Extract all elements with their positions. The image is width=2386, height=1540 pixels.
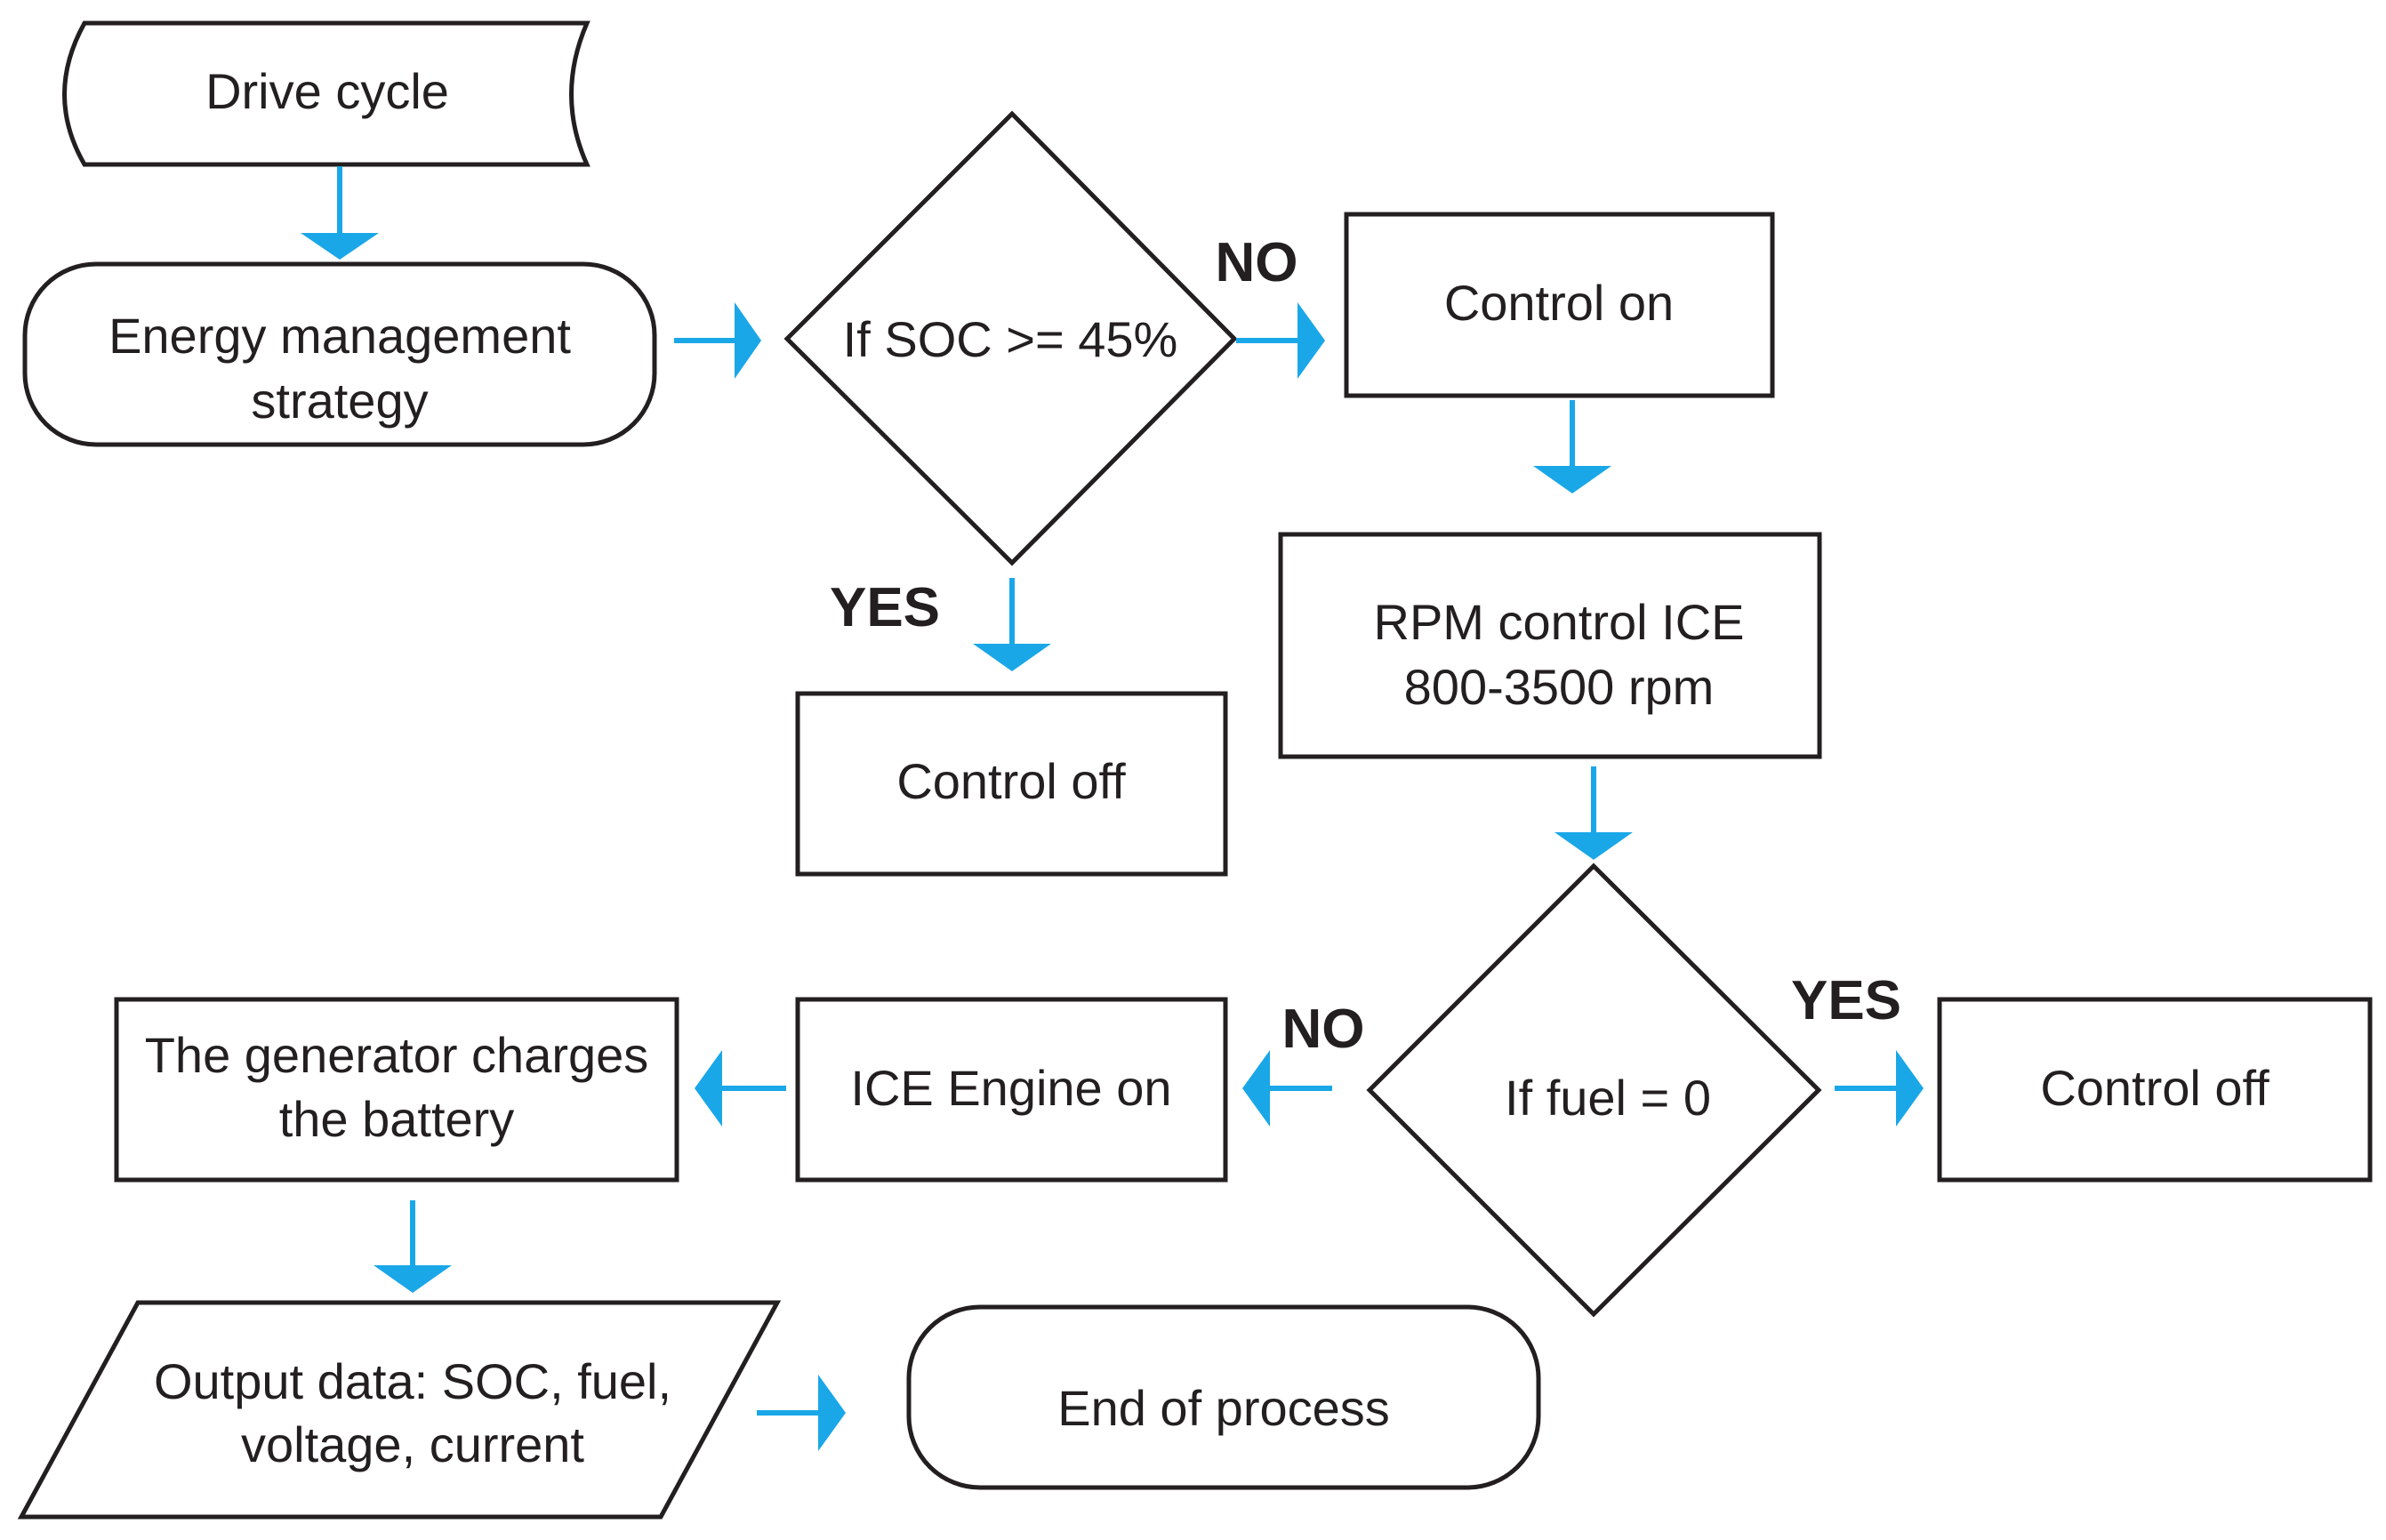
arrow-soc-to-control-off xyxy=(973,578,1051,671)
node-fuel-decision: If fuel = 0 xyxy=(1366,862,1822,1318)
node-energy-management: Energy management strategy xyxy=(22,261,657,447)
arrow-generator-to-output xyxy=(374,1200,452,1293)
label-fuel-yes: YES xyxy=(1791,970,1901,1031)
end-text: End of process xyxy=(1057,1380,1390,1436)
control-off-2-text: Control off xyxy=(2040,1060,2270,1116)
node-control-off-1: Control off xyxy=(795,691,1228,877)
arrow-drive-to-energy xyxy=(301,166,379,260)
generator-text-line2: the battery xyxy=(279,1091,515,1147)
node-output-data: Output data: SOC, fuel, voltage, current xyxy=(17,1300,782,1520)
arrow-fuel-to-ice-on xyxy=(1242,1050,1332,1127)
arrow-soc-to-control-on xyxy=(1236,302,1325,379)
output-text-line1: Output data: SOC, fuel, xyxy=(154,1353,671,1409)
node-drive-cycle: Drive cycle xyxy=(62,20,590,167)
label-fuel-no: NO xyxy=(1282,999,1365,1060)
arrow-output-to-end xyxy=(757,1375,846,1451)
node-rpm-control: RPM control ICE 800-3500 rpm xyxy=(1278,532,1822,759)
arrow-energy-to-soc xyxy=(674,302,761,379)
energy-text-line1: Energy management xyxy=(108,308,571,364)
soc-decision-text: If SOC >= 45% xyxy=(843,311,1178,367)
drive-cycle-text: Drive cycle xyxy=(205,63,449,119)
rpm-text-line1: RPM control ICE xyxy=(1374,594,1745,650)
control-off-1-text: Control off xyxy=(896,753,1126,809)
arrow-control-on-to-rpm xyxy=(1533,400,1611,493)
ice-on-text: ICE Engine on xyxy=(850,1060,1171,1116)
label-soc-yes: YES xyxy=(830,577,940,638)
node-generator: The generator charges the battery xyxy=(114,997,679,1183)
output-text-line2: voltage, current xyxy=(241,1416,584,1472)
rpm-text-line2: 800-3500 rpm xyxy=(1404,659,1715,715)
node-soc-decision: If SOC >= 45% xyxy=(783,110,1238,566)
node-end-of-process: End of process xyxy=(906,1304,1541,1490)
arrow-ice-to-generator xyxy=(695,1050,786,1127)
arrow-rpm-to-fuel xyxy=(1555,766,1633,860)
node-ice-engine-on: ICE Engine on xyxy=(795,997,1228,1183)
label-soc-no: NO xyxy=(1216,232,1298,293)
node-control-off-2: Control off xyxy=(1937,997,2373,1183)
energy-text-line2: strategy xyxy=(251,373,428,429)
generator-text-line1: The generator charges xyxy=(145,1027,649,1083)
node-control-on: Control on xyxy=(1344,212,1775,398)
control-on-text: Control on xyxy=(1444,275,1674,331)
arrow-fuel-to-control-off xyxy=(1835,1050,1924,1127)
fuel-decision-text: If fuel = 0 xyxy=(1505,1070,1711,1126)
